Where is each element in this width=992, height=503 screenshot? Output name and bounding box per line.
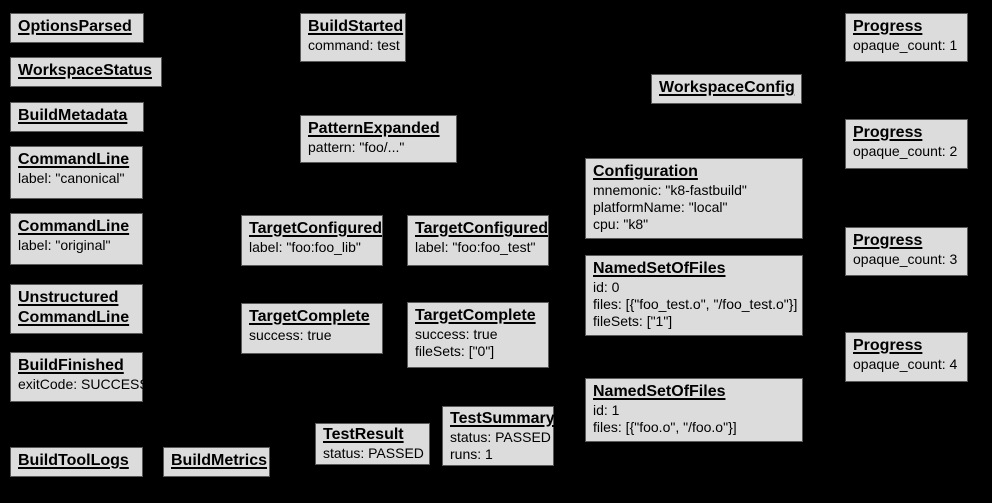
event-title: NamedSetOfFiles — [593, 383, 726, 400]
event-title: TargetComplete — [415, 307, 536, 324]
event-title: BuildStarted — [308, 18, 404, 35]
box-workspace-status: WorkspaceStatus — [10, 57, 162, 87]
event-field: id: 1 — [593, 402, 620, 418]
event-title: WorkspaceStatus — [18, 62, 152, 79]
event-field: opaque_count: 1 — [853, 37, 958, 53]
box-build-started: BuildStarted command: test — [300, 13, 406, 62]
event-title: BuildToolLogs — [18, 452, 129, 469]
event-title: OptionsParsed — [18, 18, 132, 35]
box-target-complete-foo-test: TargetComplete success: true fileSets: [… — [407, 302, 549, 368]
event-title: TargetComplete — [249, 308, 370, 325]
event-field: fileSets: ["1"] — [593, 313, 673, 329]
event-title: TestResult — [323, 426, 404, 443]
event-title: Configuration — [593, 163, 698, 180]
event-field: mnemonic: "k8-fastbuild" — [593, 182, 747, 198]
event-field: label: "foo:foo_lib" — [249, 239, 361, 255]
event-title: Progress — [853, 232, 923, 249]
event-title: BuildFinished — [18, 357, 124, 374]
box-command-line-original: CommandLine label: "original" — [10, 213, 143, 265]
event-title: BuildMetadata — [18, 107, 128, 124]
event-field: exitCode: SUCCESS — [18, 376, 149, 392]
box-target-configured-foo-test: TargetConfigured label: "foo:foo_test" — [407, 215, 549, 266]
box-unstructured-command-line: Unstructured CommandLine — [10, 284, 143, 334]
event-title: Progress — [853, 124, 923, 141]
event-field: label: "original" — [18, 237, 111, 253]
event-title: CommandLine — [18, 151, 130, 168]
event-field: label: "canonical" — [18, 170, 125, 186]
event-field: success: true — [249, 327, 332, 343]
event-title: BuildMetrics — [171, 452, 268, 469]
box-configuration: Configuration mnemonic: "k8-fastbuild" p… — [585, 158, 803, 239]
event-title: TargetConfigured — [249, 220, 383, 237]
event-field: platformName: "local" — [593, 199, 728, 215]
event-title: Unstructured CommandLine — [18, 289, 130, 326]
event-title: TestSummary — [450, 410, 555, 427]
box-target-complete-foo-lib: TargetComplete success: true — [241, 303, 383, 354]
event-field: files: [{"foo_test.o", "/foo_test.o"}] — [593, 296, 798, 312]
box-build-finished: BuildFinished exitCode: SUCCESS — [10, 352, 149, 402]
box-progress-3: Progress opaque_count: 3 — [845, 227, 968, 276]
event-field: success: true — [415, 326, 498, 342]
event-title: PatternExpanded — [308, 120, 440, 137]
event-field: runs: 1 — [450, 446, 493, 462]
event-title: TargetConfigured — [415, 220, 549, 237]
event-field: opaque_count: 3 — [853, 251, 958, 267]
event-title: NamedSetOfFiles — [593, 260, 726, 277]
box-progress-2: Progress opaque_count: 2 — [845, 119, 968, 169]
box-build-metadata: BuildMetadata — [10, 102, 144, 132]
event-field: status: PASSED — [323, 445, 424, 461]
box-progress-1: Progress opaque_count: 1 — [845, 13, 968, 62]
box-progress-4: Progress opaque_count: 4 — [845, 332, 968, 382]
event-field: label: "foo:foo_test" — [415, 239, 536, 255]
event-field: pattern: "foo/..." — [308, 139, 405, 155]
event-title: Progress — [853, 18, 923, 35]
event-field: status: PASSED — [450, 429, 551, 445]
box-test-result: TestResult status: PASSED — [315, 423, 430, 465]
event-title: Progress — [853, 337, 923, 354]
box-build-tool-logs: BuildToolLogs — [10, 447, 143, 477]
box-command-line-canonical: CommandLine label: "canonical" — [10, 146, 143, 199]
event-field: fileSets: ["0"] — [415, 343, 495, 359]
box-workspace-config: WorkspaceConfig — [651, 74, 802, 104]
box-options-parsed: OptionsParsed — [10, 13, 144, 43]
box-test-summary: TestSummary status: PASSED runs: 1 — [442, 406, 555, 466]
event-title: CommandLine — [18, 218, 130, 235]
box-named-set-of-files-1: NamedSetOfFiles id: 1 files: [{"foo.o", … — [585, 378, 803, 442]
event-field: files: [{"foo.o", "/foo.o"}] — [593, 419, 737, 435]
event-field: opaque_count: 4 — [853, 356, 958, 372]
event-field: opaque_count: 2 — [853, 143, 958, 159]
event-field: cpu: "k8" — [593, 216, 649, 232]
event-title: WorkspaceConfig — [659, 79, 795, 96]
event-field: id: 0 — [593, 279, 620, 295]
box-build-metrics: BuildMetrics — [163, 447, 270, 477]
box-target-configured-foo-lib: TargetConfigured label: "foo:foo_lib" — [241, 215, 383, 266]
box-named-set-of-files-0: NamedSetOfFiles id: 0 files: [{"foo_test… — [585, 255, 803, 336]
event-field: command: test — [308, 37, 400, 53]
box-pattern-expanded: PatternExpanded pattern: "foo/..." — [300, 115, 457, 163]
